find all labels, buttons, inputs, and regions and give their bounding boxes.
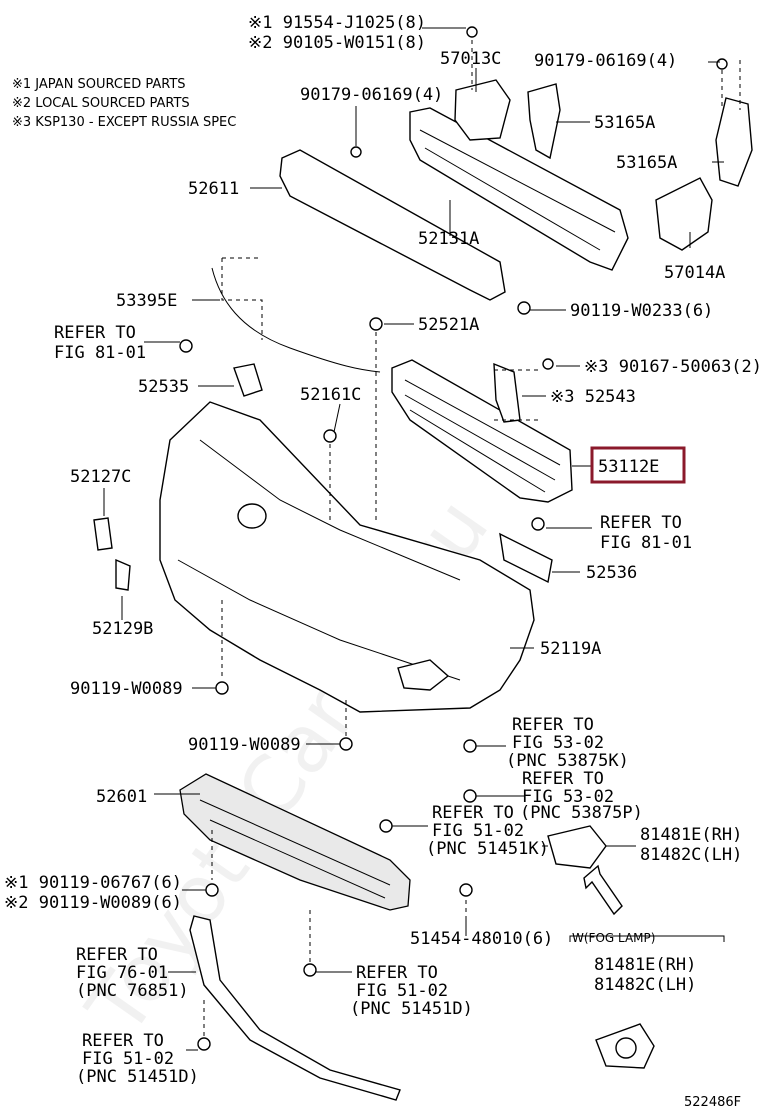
label-52129b: 52129B	[92, 619, 153, 639]
label-81482c-fog: 81482C(LH)	[594, 975, 696, 995]
fog-recess-shape	[397, 659, 450, 691]
bumper-reinforcement-shape	[409, 107, 629, 271]
label-refer1: REFER TO	[54, 323, 136, 343]
retainer-52129b-shape	[115, 558, 131, 591]
label-refer3a: REFER TO	[512, 715, 594, 735]
label-53165a: 53165A	[594, 113, 655, 133]
figure-number: 522486F	[684, 1095, 741, 1110]
label-refer3b: FIG 53-02	[512, 733, 604, 753]
label-refer7b: FIG 51-02	[356, 981, 448, 1001]
bumper-cover-shape	[159, 401, 535, 713]
label-refer2b: FIG 81-01	[600, 533, 692, 553]
label-90179-left: 90179-06169(4)	[300, 85, 443, 105]
label-52131a: 52131A	[418, 229, 479, 249]
lower-grille-shape	[391, 359, 573, 503]
label-52127c: 52127C	[70, 467, 131, 487]
label-refer7c: (PNC 51451D)	[350, 999, 473, 1019]
label-57013c: 57013C	[440, 49, 501, 69]
highlight-box	[590, 446, 686, 484]
lower-spoiler-shape	[189, 915, 401, 1101]
bracket-53165a-shape	[527, 83, 561, 160]
label-51454: 51454-48010(6)	[410, 929, 553, 949]
label-52611: 52611	[188, 179, 239, 199]
retainer-53395e-shape	[211, 267, 381, 373]
label-91554: ※1 91554-J1025(8)	[248, 13, 426, 33]
label-52119a: 52119A	[540, 639, 601, 659]
fog-cover-shape	[547, 825, 607, 869]
label-90119-w0089-c: ※2 90119-W0089(6)	[4, 893, 182, 913]
label-refer4b: FIG 53-02	[522, 787, 614, 807]
label-53395e: 53395E	[116, 291, 177, 311]
label-refer8c: (PNC 51451D)	[76, 1067, 199, 1087]
retainer-52536-shape	[499, 532, 553, 584]
label-refer8a: REFER TO	[82, 1031, 164, 1051]
label-refer5a: REFER TO	[432, 803, 514, 823]
label-90119-w0089-a: 90119-W0089	[70, 679, 183, 699]
fog-lamp-hole-shape	[237, 503, 267, 529]
direction-arrow	[583, 864, 623, 916]
label-90119-w0233: 90119-W0233(6)	[570, 301, 713, 321]
bracket-53165a-right-shape	[715, 97, 753, 187]
label-81481e-fog: 81481E(RH)	[594, 955, 696, 975]
label-53112e: 53112E	[598, 457, 659, 477]
note-local-sourced: ※2 LOCAL SOURCED PARTS	[12, 96, 190, 111]
label-53165a-2: 53165A	[616, 153, 677, 173]
label-52535: 52535	[138, 377, 189, 397]
fog-lamp-bracket	[569, 935, 725, 942]
retainer-52535-shape	[233, 363, 263, 397]
garnish-52543-shape	[493, 362, 521, 423]
label-refer5c: (PNC 51451K)	[426, 839, 549, 859]
label-refer6b: FIG 76-01	[76, 963, 168, 983]
label-refer4a: REFER TO	[522, 769, 604, 789]
label-52521a: 52521A	[418, 315, 479, 335]
note-japan-sourced: ※1 JAPAN SOURCED PARTS	[12, 77, 186, 92]
leader-lines	[103, 27, 724, 1051]
label-81482c: 81482C(LH)	[640, 845, 742, 865]
label-90167: ※3 90167-50063(2)	[584, 357, 760, 377]
label-refer8b: FIG 51-02	[82, 1049, 174, 1069]
label-52543: ※3 52543	[550, 387, 636, 407]
label-90119-06767: ※1 90119-06767(6)	[4, 873, 182, 893]
label-wfog: W(FOG LAMP)	[572, 931, 655, 945]
label-refer6c: (PNC 76851)	[76, 981, 189, 1001]
retainer-52127c-shape	[93, 517, 113, 551]
note-ksp130: ※3 KSP130 - EXCEPT RUSSIA SPEC	[12, 115, 236, 130]
bracket-57013c-shape	[454, 79, 511, 141]
label-refer6a: REFER TO	[76, 945, 158, 965]
label-refer2: REFER TO	[600, 513, 682, 533]
label-52601: 52601	[96, 787, 147, 807]
label-57014a: 57014A	[664, 263, 725, 283]
label-refer3c: (PNC 53875K)	[506, 751, 629, 771]
label-81481e: 81481E(RH)	[640, 825, 742, 845]
label-90119-w0089-b: 90119-W0089	[188, 735, 301, 755]
label-90105: ※2 90105-W0151(8)	[248, 33, 426, 53]
bracket-57014a-shape	[655, 177, 713, 251]
label-refer5b: FIG 51-02	[432, 821, 524, 841]
label-refer4c: (PNC 53875P)	[520, 803, 643, 823]
label-90179-right: 90179-06169(4)	[534, 51, 677, 71]
fasteners	[179, 26, 728, 1051]
label-52536: 52536	[586, 563, 637, 583]
fog-lamp-lens-shape	[615, 1037, 637, 1059]
label-refer1b: FIG 81-01	[54, 343, 146, 363]
label-refer7a: REFER TO	[356, 963, 438, 983]
energy-absorber-shape	[279, 149, 506, 301]
label-52161c: 52161C	[300, 385, 361, 405]
